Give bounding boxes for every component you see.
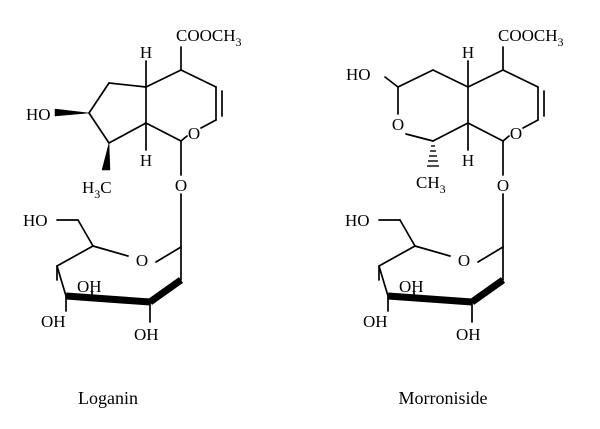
sugar-ring-oxygen-label: O: [136, 251, 148, 270]
morroniside-atom-labels: COOCH3 H H HO O O O CH3 HO O OH OH OH: [345, 26, 564, 344]
hydroxyl-label: HO: [26, 105, 51, 124]
loganin-aglycone-bonds: [54, 46, 223, 248]
hydroxyl-label: HO: [23, 211, 48, 230]
ring-oxygen-label: O: [392, 115, 404, 134]
ester-group-label: COOCH3: [176, 26, 242, 49]
loganin-sugar-bonds: [56, 219, 184, 323]
ring-oxygen-label: O: [188, 124, 200, 143]
hydroxyl-label: OH: [456, 325, 481, 344]
morroniside-caption: Morroniside: [399, 388, 488, 408]
hydroxyl-label: HO: [345, 211, 370, 230]
methyl-label: H3C: [82, 178, 112, 201]
glycosidic-oxygen-label: O: [497, 176, 509, 195]
hydroxyl-label: OH: [399, 277, 424, 296]
hydrogen-label: H: [462, 151, 474, 170]
morroniside-structure: COOCH3 H H HO O O O CH3 HO O OH OH OH Mo…: [345, 26, 564, 408]
hydrogen-label: H: [462, 43, 474, 62]
hydroxyl-label: OH: [41, 312, 66, 331]
hydrogen-label: H: [140, 151, 152, 170]
loganin-atom-labels: COOCH3 H H HO O O H3C HO O OH OH OH: [23, 26, 242, 344]
hydroxyl-label: HO: [346, 65, 371, 84]
loganin-structure: COOCH3 H H HO O O H3C HO O OH OH OH Loga…: [23, 26, 242, 408]
morroniside-aglycone-bonds: [384, 46, 545, 248]
glycosidic-oxygen-label: O: [175, 176, 187, 195]
methyl-label: CH3: [416, 173, 446, 196]
ring-oxygen-label: O: [510, 124, 522, 143]
sugar-ring-oxygen-label: O: [458, 251, 470, 270]
hydroxyl-label: OH: [363, 312, 388, 331]
morroniside-sugar-bonds: [378, 219, 506, 323]
hydroxyl-label: OH: [134, 325, 159, 344]
hydroxyl-label: OH: [77, 277, 102, 296]
ester-group-label: COOCH3: [498, 26, 564, 49]
loganin-caption: Loganin: [78, 388, 138, 408]
hydrogen-label: H: [140, 43, 152, 62]
